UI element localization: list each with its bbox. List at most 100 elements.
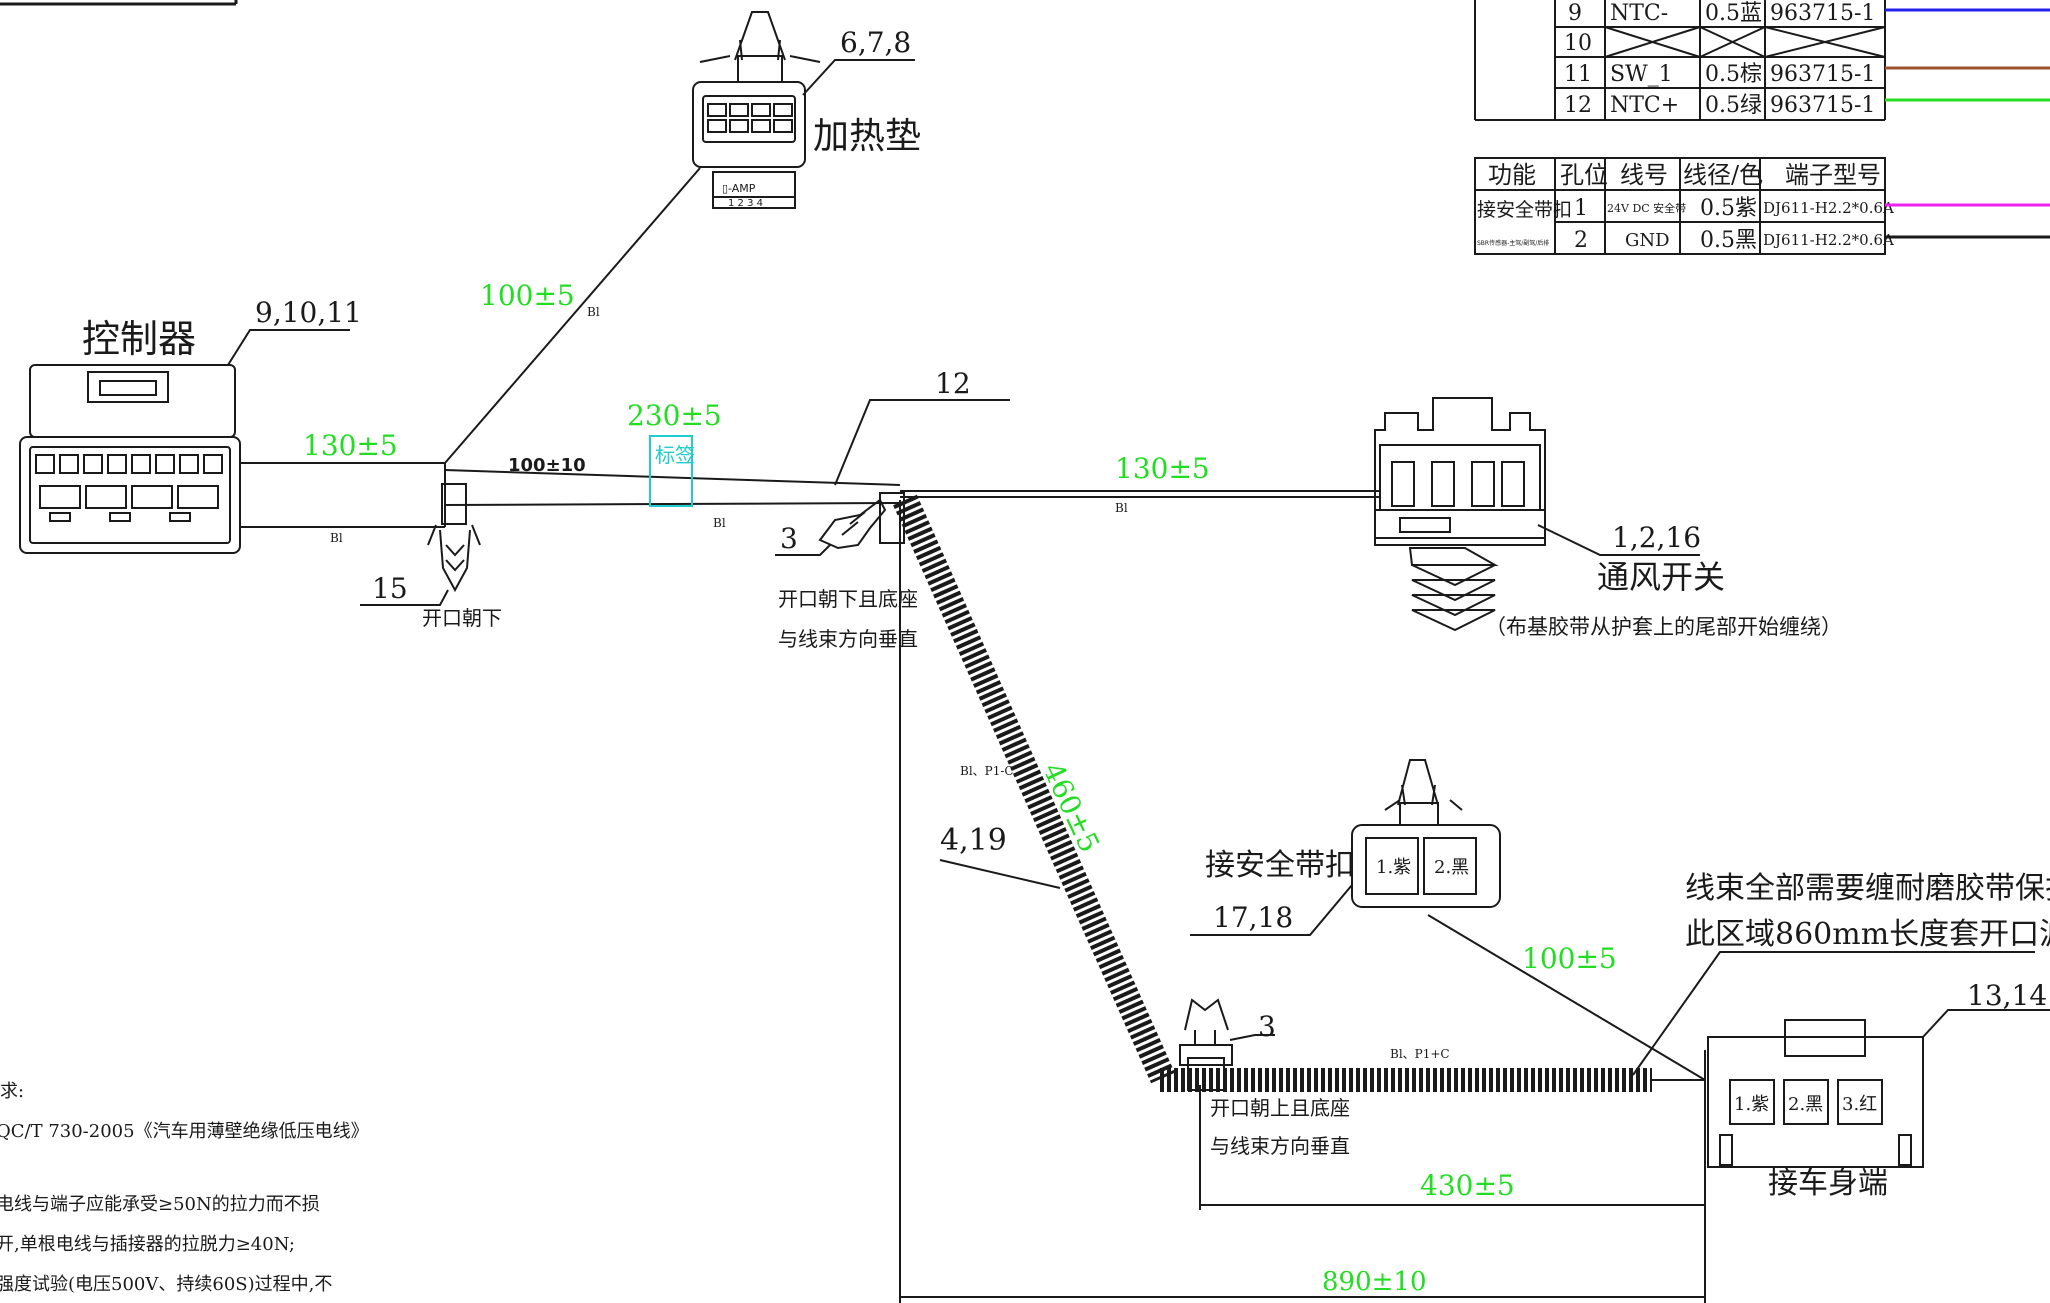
t2-r1-no: GND <box>1625 230 1670 251</box>
t1-r2-gauge: 0.5棕 <box>1705 62 1762 87</box>
dimension-lines <box>899 500 1706 1303</box>
controller-connector-name: 控制器 <box>82 317 196 361</box>
protect-leader <box>1632 951 2035 1076</box>
clip-15-note: 开口朝下 <box>422 606 502 630</box>
dim-vent: 130±5 <box>1115 452 1210 485</box>
dim-label: 230±5 <box>627 399 722 432</box>
clip-3-lower-note-2: 与线束方向垂直 <box>1210 1134 1350 1158</box>
controller-connector <box>19 329 350 554</box>
clip-3-lower-note-1: 开口朝上且底座 <box>1210 1096 1350 1120</box>
clip-3-upper <box>775 492 905 556</box>
t1-r3-pin: 12 <box>1564 93 1592 118</box>
clip-3-upper-note-1: 开口朝下且底座 <box>778 587 918 611</box>
wires <box>240 167 1706 1081</box>
t2-r1-pin: 2 <box>1574 228 1588 253</box>
heater-connector-pins: 1 2 3 4 <box>728 198 763 209</box>
t2-r0-term: DJ611-H2.2*0.6A <box>1763 199 1894 217</box>
dim-base: 430±5 <box>1420 1169 1515 1202</box>
ref-12: 12 <box>935 367 971 400</box>
wire-code-f: Bl、P1+C <box>1390 1047 1450 1061</box>
body-name: 接车身端 <box>1768 1166 1888 1201</box>
t2-func-main: 接安全带扣 <box>1477 199 1572 221</box>
t1-r2-no: SW_1 <box>1610 62 1673 87</box>
note-line-2: 电线与端子应能承受≥50N的拉力而不损 <box>0 1194 320 1215</box>
heater-connector-ref: 6,7,8 <box>840 26 911 59</box>
pin-table-controller <box>1474 0 1886 121</box>
clip-3-upper-ref: 3 <box>780 522 798 555</box>
wire-code-a: Bl <box>587 305 600 319</box>
t2-h-func: 功能 <box>1488 161 1536 189</box>
wire-code-e: Bl、P1-C <box>960 764 1014 778</box>
protect-note-1: 线束全部需要缠耐磨胶带保护， <box>1685 871 2050 906</box>
t1-r3-term: 963715-1 <box>1770 93 1875 118</box>
body-pin3: 3.红 <box>1842 1094 1877 1115</box>
body-pin2: 2.黑 <box>1788 1094 1823 1115</box>
wire-code-d: Bl <box>1115 501 1128 515</box>
note-line-0: 求: <box>0 1081 24 1102</box>
heater-connector-name: 加热垫 <box>813 116 921 157</box>
t2-r0-no: 24V DC 安全带 <box>1607 201 1686 215</box>
t1-r1-pin: 10 <box>1564 31 1592 56</box>
vent-switch-connector <box>1374 397 1700 632</box>
dim-total: 890±10 <box>1322 1267 1427 1297</box>
wire-code-b: Bl <box>330 531 343 545</box>
note-line-3: 开,单根电线与插接器的拉脱力≥40N; <box>0 1234 295 1255</box>
ref-12-leader <box>834 399 1010 486</box>
clip-15 <box>360 483 481 606</box>
t2-h-term: 端子型号 <box>1785 161 1881 189</box>
body-pin1: 1.紫 <box>1734 1094 1769 1115</box>
pin-table-seatbelt-cells: 功能 孔位 线号 线径/色 端子型号 接安全带扣 SBR传感器-主驾/副驾/后排… <box>1477 161 1894 253</box>
seatbelt-ref: 17,18 <box>1213 901 1293 934</box>
clip-3-lower-ref: 3 <box>1258 1010 1276 1043</box>
t2-h-pin: 孔位 <box>1560 161 1608 189</box>
seatbelt-connector <box>1190 759 1501 936</box>
title-box-fragment <box>0 0 238 6</box>
t2-h-gauge: 线径/色 <box>1683 161 1763 189</box>
t2-func-sub: SBR传感器-主驾/副驾/后排 <box>1477 239 1549 247</box>
body-ref: 13,14 <box>1967 979 2047 1012</box>
t1-r2-term: 963715-1 <box>1770 62 1875 87</box>
heater-connector <box>692 11 915 209</box>
wire-code-c: Bl <box>713 516 726 530</box>
t2-r0-gauge: 0.5紫 <box>1700 196 1757 221</box>
t1-r3-no: NTC+ <box>1610 93 1679 118</box>
seatbelt-name: 接安全带扣 <box>1205 848 1355 883</box>
pin-table-controller-cells: 9 NTC- 0.5蓝 963715-1 10 11 SW_1 0.5棕 963… <box>1564 1 1875 118</box>
t1-r2-pin: 11 <box>1564 62 1592 87</box>
dim-heater: 100±5 <box>480 279 575 312</box>
vent-switch-name: 通风开关 <box>1597 558 1725 596</box>
corrugated-conduit <box>893 494 1652 1092</box>
t1-r0-pin: 9 <box>1568 1 1582 26</box>
controller-connector-ref: 9,10,11 <box>255 296 362 329</box>
label-tag: 标签 <box>655 443 695 467</box>
clip-3-upper-note-2: 与线束方向垂直 <box>778 627 918 651</box>
ref-4-19-leader <box>939 859 1061 889</box>
clip-15-ref: 15 <box>372 572 408 605</box>
note-line-4: 强度试验(电压500V、持续60S)过程中,不 <box>0 1274 332 1295</box>
dim-seatbelt: 100±5 <box>1522 942 1617 975</box>
vent-switch-note: （布基胶带从护套上的尾部开始缠绕） <box>1485 615 1842 639</box>
t1-r0-no: NTC- <box>1610 1 1668 26</box>
body-connector <box>1707 1009 2050 1168</box>
t2-h-no: 线号 <box>1620 161 1668 189</box>
t1-r0-gauge: 0.5蓝 <box>1705 1 1762 26</box>
dim-controller: 130±5 <box>303 429 398 462</box>
vent-switch-ref: 1,2,16 <box>1612 521 1701 554</box>
pin-table-seatbelt <box>1474 157 1886 255</box>
dim-branch: 100±10 <box>508 455 586 476</box>
t2-r0-pin: 1 <box>1574 196 1588 221</box>
clip-3-lower <box>1179 998 1275 1091</box>
t1-r0-term: 963715-1 <box>1770 1 1875 26</box>
t2-r1-gauge: 0.5黑 <box>1700 228 1757 253</box>
seatbelt-pin2: 2.黑 <box>1434 857 1469 878</box>
seatbelt-pin1: 1.紫 <box>1376 857 1411 878</box>
ref-4-19: 4,19 <box>940 823 1007 858</box>
label-tag-box <box>649 435 693 507</box>
table2-wire-leads <box>1885 203 2050 239</box>
t2-r1-term: DJ611-H2.2*0.6A <box>1763 231 1894 249</box>
heater-connector-brand: ▯-AMP <box>722 182 756 195</box>
table1-wire-leads <box>1885 8 2050 102</box>
note-line-1: QC/T 730-2005《汽车用薄壁绝缘低压电线》 <box>0 1121 369 1142</box>
protect-note-2: 此区域860mm长度套开口波纹管 <box>1685 917 2050 952</box>
